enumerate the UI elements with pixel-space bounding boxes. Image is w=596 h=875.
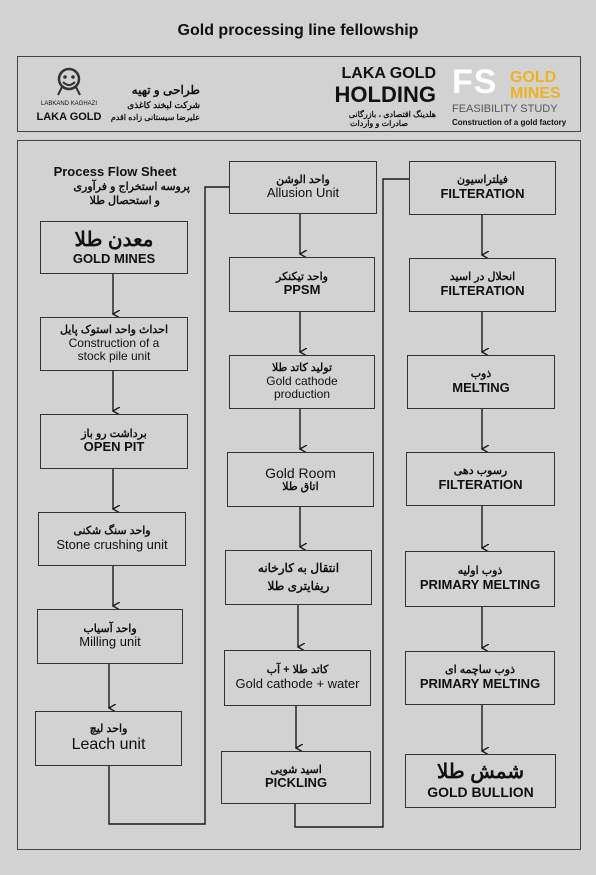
header-banner: LABKAND KAGHAZI LAKA GOLD طراحی و تهیه ش…: [17, 56, 581, 132]
box-fa-label: تولید کاتد طلا: [271, 361, 333, 374]
box-en-label: FILTERATION: [440, 282, 525, 298]
box-fa-label: رسوب دهی: [453, 465, 508, 478]
box-fa-label: فیلتراسیون: [457, 174, 508, 187]
box-en-label: GOLD MINES: [72, 250, 156, 266]
fs-gold: GOLD: [510, 69, 557, 86]
page-title: Gold processing line fellowship: [177, 22, 419, 39]
milling-box: واحد آسیاب Milling unit: [37, 609, 183, 664]
logo-subtitle: LABKAND KAGHAZI: [40, 101, 97, 107]
logo-name: LAKA GOLD: [36, 111, 102, 123]
box-fa-label: واحد آسیاب: [83, 622, 137, 635]
box-fa-label-2: ریفایتری طلا: [267, 578, 330, 593]
flow-heading-fa2: و استحصال طلا: [89, 195, 160, 207]
fs-letters: FS: [452, 63, 498, 101]
box-en-label: PICKLING: [264, 775, 328, 791]
box-fa-label: انتقال به کارخانه: [257, 560, 340, 575]
fs-construction: Construction of a gold factory: [452, 118, 567, 127]
smile-logo-icon: [57, 67, 81, 96]
holding-name-line2: HOLDING: [334, 82, 436, 107]
box-fa-label: واحد الوشن: [276, 173, 330, 186]
box-en-label: Gold cathode + water: [235, 675, 360, 691]
designer-title: طراحی و تهیه: [131, 83, 200, 97]
box-fa-label: واحد تیکنکر: [276, 270, 328, 283]
cathode-water-box: کاتد طلا + آب Gold cathode + water: [224, 650, 371, 706]
gold-bullion-box: شمش طلا GOLD BULLION: [405, 754, 556, 808]
box-fa-label: احداث واحد استوک پایل: [59, 323, 169, 336]
box-fa-label: انحلال در اسید: [449, 271, 516, 284]
flow-heading-fa1: پروسه استخراج و فرآوری: [73, 181, 190, 193]
box-fa-label: واحد لیچ: [89, 722, 128, 735]
primary-melting-box: ذوب اولیه PRIMARY MELTING: [405, 551, 555, 607]
box-en-label: MELTING: [452, 379, 510, 395]
flow-heading: Process Flow Sheet: [53, 164, 177, 179]
filteration-box: فیلتراسیون FILTERATION: [409, 161, 556, 215]
holding-fa-line1: هلدینگ اقتصادی ، بازرگانی: [348, 110, 436, 119]
box-en-label: OPEN PIT: [83, 439, 145, 455]
flow-panel: [17, 140, 581, 850]
box-en-label: Milling unit: [79, 634, 141, 650]
box-fa-label: اسید شویی: [270, 763, 322, 776]
fs-mines: MINES: [510, 85, 561, 102]
designer-person: علیرضا سیستانی زاده اقدم: [110, 113, 200, 122]
pickling-box: اسید شویی PICKLING: [221, 751, 371, 804]
box-en-label: Gold cathode production: [266, 373, 338, 402]
refinery-transfer-box: انتقال به کارخانه ریفایتری طلا: [225, 550, 372, 605]
box-en-label: GOLD BULLION: [427, 784, 534, 801]
box-en-label: Allusion Unit: [266, 185, 340, 201]
designer-company: شرکت لبخند کاغذی: [127, 100, 200, 110]
box-en-label: FILTERATION: [438, 476, 523, 492]
box-fa-label: کاتد طلا + آب: [266, 664, 329, 677]
leach-box: واحد لیچ Leach unit: [35, 711, 182, 766]
shot-melting-box: ذوب ساچمه ای PRIMARY MELTING: [405, 651, 555, 705]
gold-mines-box: معدن طلا GOLD MINES: [40, 221, 188, 274]
melting-box: ذوب MELTING: [407, 355, 555, 409]
connector: [294, 178, 409, 828]
holding-fa-line2: صادرات و واردات: [350, 119, 408, 128]
fs-feasibility: FEASIBILITY STUDY: [452, 103, 558, 115]
precipitation-box: رسوب دهی FILTERATION: [406, 452, 555, 506]
gold-room-box: Gold Room اتاق طلا: [227, 452, 374, 507]
box-en-label: PRIMARY MELTING: [419, 576, 541, 592]
box-en-label: FILTERATION: [440, 185, 525, 201]
connector: [108, 186, 229, 825]
stone-crushing-box: واحد سنگ شکنی Stone crushing unit: [38, 512, 186, 566]
holding-name-line1: LAKA GOLD: [341, 65, 436, 82]
box-en-label: PRIMARY MELTING: [419, 675, 541, 691]
box-fa-label: واحد سنگ شکنی: [73, 525, 151, 538]
acid-dissolution-box: انحلال در اسید FILTERATION: [409, 258, 556, 312]
box-fa-label: ذوب: [470, 368, 492, 381]
box-fa-label: ذوب اولیه: [457, 565, 503, 578]
box-fa-label: برداشت رو باز: [81, 427, 147, 440]
box-fa-label: شمش طلا: [436, 761, 525, 784]
cathode-production-box: تولید کاتد طلا Gold cathode production: [229, 355, 375, 409]
stock-pile-box: احداث واحد استوک پایل Construction of a …: [40, 317, 188, 371]
ppsm-box: واحد تیکنکر PPSM: [229, 257, 375, 312]
box-fa-label: ذوب ساچمه ای: [445, 664, 515, 677]
box-en-label: Leach unit: [71, 735, 146, 753]
box-en-label: Construction of a stock pile unit: [68, 335, 160, 364]
box-en-label: Stone crushing unit: [56, 536, 168, 552]
laka-logo: LABKAND KAGHAZI LAKA GOLD: [34, 63, 104, 129]
box-en-label: Gold Room: [265, 465, 336, 482]
box-en-label: PPSM: [283, 282, 321, 298]
box-fa-label: اتاق طلا: [282, 481, 319, 494]
box-fa-label: معدن طلا: [74, 228, 154, 251]
allusion-box: واحد الوشن Allusion Unit: [229, 161, 377, 214]
fs-logo: FS GOLD MINES FEASIBILITY STUDY Construc…: [452, 63, 578, 129]
open-pit-box: برداشت رو باز OPEN PIT: [40, 414, 188, 469]
